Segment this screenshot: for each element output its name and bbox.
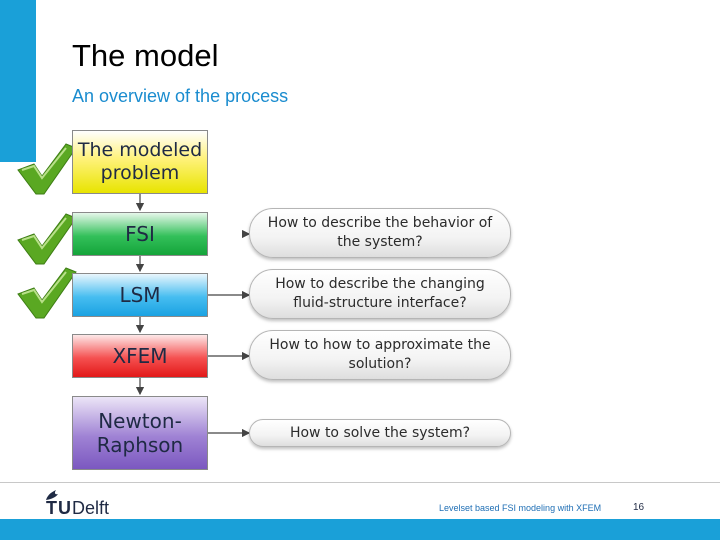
- step-label-line1: The modeled: [77, 139, 203, 162]
- question-line1: How to how to approximate the: [269, 337, 491, 354]
- question-xfem: How to how to approximate the solution?: [249, 330, 511, 380]
- step-label: FSI: [125, 222, 155, 246]
- tudelft-flame-icon: [46, 490, 58, 500]
- step-label-line1: Newton-: [98, 409, 182, 433]
- question-line2: fluid-structure interface?: [293, 295, 467, 311]
- step-label-line2: Raphson: [96, 433, 184, 457]
- question-line1: How to describe the changing: [275, 276, 485, 293]
- bottom-accent-bar: [0, 519, 720, 540]
- slide-subtitle: An overview of the process: [72, 86, 289, 106]
- question-line2: solution?: [348, 356, 412, 372]
- question-lsm: How to describe the changing fluid-struc…: [249, 269, 511, 319]
- page-number: 16: [633, 502, 645, 513]
- logo-delft: Delft: [72, 498, 110, 518]
- step-label: XFEM: [112, 344, 168, 368]
- step-lsm: LSM: [72, 273, 208, 317]
- question-newton: How to solve the system?: [249, 419, 511, 447]
- footer-divider: [0, 482, 720, 483]
- slide-title: The model: [72, 38, 219, 73]
- logo-tu: TU: [46, 498, 72, 518]
- checkmark-icon: [17, 143, 77, 195]
- step-xfem: XFEM: [72, 334, 208, 378]
- tudelft-logo: TUDelft: [46, 498, 109, 519]
- step-newton-raphson: Newton- Raphson: [72, 396, 208, 470]
- step-label: LSM: [119, 283, 161, 307]
- footer-caption: Levelset based FSI modeling with XFEM: [439, 503, 602, 513]
- step-fsi: FSI: [72, 212, 208, 256]
- question-line1: How to solve the system?: [289, 424, 471, 441]
- step-modeled-problem: The modeled problem: [72, 130, 208, 194]
- step-label-line2: problem: [100, 162, 180, 184]
- question-fsi: How to describe the behavior of the syst…: [249, 208, 511, 258]
- question-line1: How to describe the behavior of: [267, 215, 493, 232]
- question-line2: the system?: [337, 234, 423, 250]
- checkmark-icon: [17, 267, 77, 319]
- side-accent-bar: [0, 0, 36, 162]
- checkmark-icon: [17, 213, 77, 265]
